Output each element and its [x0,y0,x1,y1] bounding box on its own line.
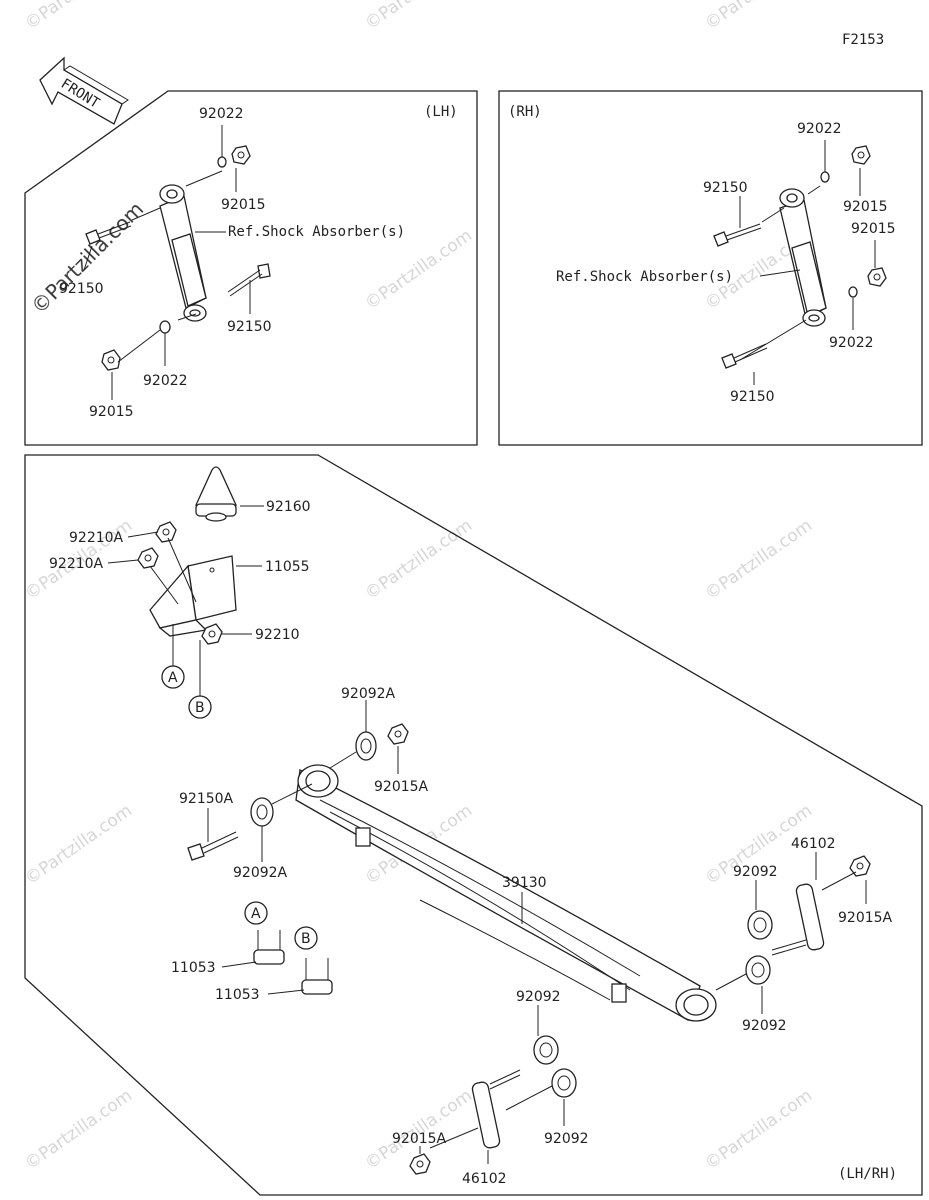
part-label-92210: 92210 [255,627,300,643]
callout-a: A [251,906,261,922]
panel-rh-tag: (RH) [508,104,542,120]
shackle-icon [471,1069,521,1149]
shock-absorber-rh [779,188,827,327]
panel-lh-tag: (LH) [424,104,458,120]
panel-lh: (LH) [24,90,478,446]
part-label-92022: 92022 [797,121,842,137]
washer-icon [159,320,171,334]
bushing-icon [551,1068,577,1098]
part-label-92092: 92092 [544,1131,589,1147]
watermark: ©Partzilla.com [361,0,476,34]
bolt-icon [187,831,239,861]
part-label-39130: 39130 [502,875,547,891]
figure-id: F2153 [842,32,884,48]
part-label-92092: 92092 [742,1018,787,1034]
watermark: ©Partzilla.com [21,0,136,34]
part-label-46102: 46102 [462,1171,507,1187]
part-label-46102: 46102 [791,836,836,852]
front-arrow-icon: FRONT [39,56,129,125]
nut-icon [849,855,871,877]
part-label-92160: 92160 [266,499,311,515]
u-bolt-icon [301,958,333,995]
callout-b-circle [294,926,318,950]
nut-icon [851,145,871,165]
nut-icon [867,267,887,287]
panel-lower-tag: (LH/RH) [838,1166,897,1182]
part-label-92092A: 92092A [341,686,396,702]
bump-stop-icon [194,466,238,522]
watermark: ©Partzilla.com [21,1086,136,1175]
nut-icon [201,623,223,645]
part-label-92022: 92022 [143,373,188,389]
watermark: ©Partzilla.com [21,801,136,890]
part-label-92015: 92015 [851,221,896,237]
watermark: ©Partzilla.com [361,516,476,605]
part-label-92092: 92092 [733,864,778,880]
part-label-92015A: 92015A [374,779,429,795]
ref-label-shock-rh: Ref.Shock Absorber(s) [556,269,733,285]
part-label-92015: 92015 [221,197,266,213]
bushing-icon [747,910,773,940]
part-label-11053: 11053 [215,987,260,1003]
watermark: ©Partzilla.com [701,0,816,34]
bolt-icon [713,223,762,247]
part-label-92015A: 92015A [838,910,893,926]
part-label-92015A: 92015A [392,1131,447,1147]
part-label-11053: 11053 [171,960,216,976]
washer-icon [217,156,227,168]
part-label-92022: 92022 [199,106,244,122]
part-label-92022: 92022 [829,335,874,351]
callout-a: A [168,670,178,686]
nut-icon [137,547,159,569]
bolt-icon [721,343,768,369]
part-label-92015: 92015 [89,404,134,420]
part-label-92150A: 92150A [179,791,234,807]
panel-lower: (LH/RH) A B [24,454,923,1196]
bolt-icon [227,263,271,297]
callout-b: B [195,700,205,716]
part-label-92092: 92092 [516,989,561,1005]
part-label-11055: 11055 [265,559,310,575]
part-label-92150: 92150 [227,319,272,335]
nut-icon [101,349,121,371]
ref-label-shock-lh: Ref.Shock Absorber(s) [228,224,405,240]
callout-b: B [301,931,311,947]
nut-icon [155,521,177,543]
u-bolt-icon [253,930,285,965]
part-label-92015: 92015 [843,199,888,215]
shock-absorber-lh [159,184,207,322]
washer-icon [820,171,830,183]
shackle-icon [771,883,825,956]
part-label-92150: 92150 [730,389,775,405]
bushing-icon [250,797,274,827]
leaf-spring-icon [295,764,717,1022]
watermark: ©Partzilla.com [701,1086,816,1175]
bushing-icon [745,955,771,985]
callout-a-circle [244,901,268,925]
nut-icon [387,723,409,745]
part-label-92092A: 92092A [233,865,288,881]
part-label-92150: 92150 [59,281,104,297]
watermark: ©Partzilla.com [701,516,816,605]
nut-icon [409,1153,431,1175]
watermark-dark: ©Partzilla.com [27,197,149,319]
bushing-icon [533,1035,559,1065]
panel-rh: (RH) [498,90,923,446]
part-label-92150: 92150 [703,180,748,196]
nut-icon [231,145,251,165]
part-label-92210A: 92210A [69,530,124,546]
part-label-92210A: 92210A [49,556,104,572]
bolt-icon [85,221,132,245]
washer-icon [848,286,858,298]
bushing-icon [355,731,377,761]
